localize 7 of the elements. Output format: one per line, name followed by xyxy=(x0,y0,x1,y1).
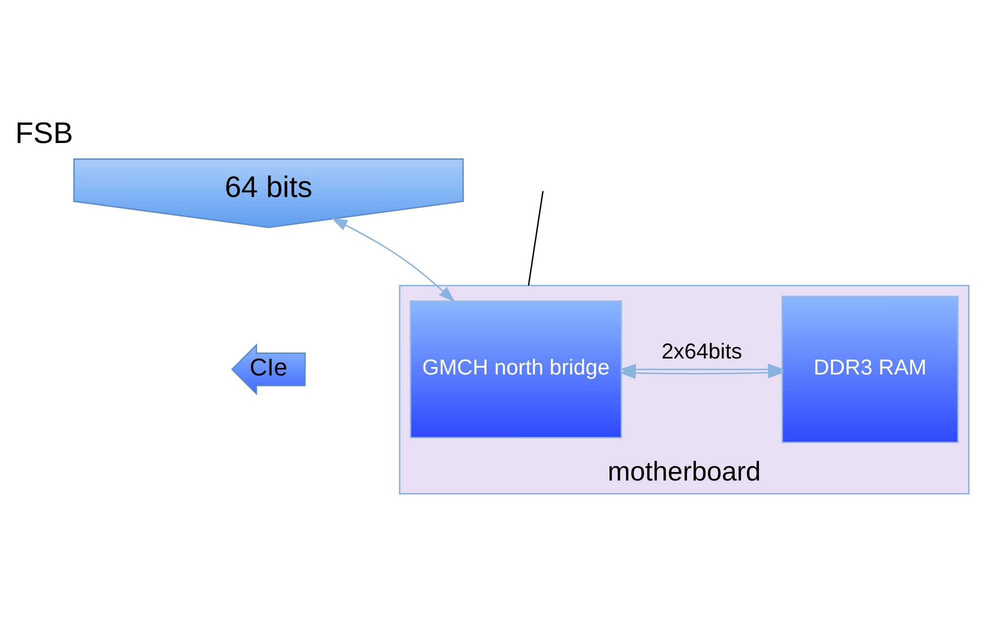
arrow xyxy=(331,217,455,302)
arrow xyxy=(620,363,784,375)
connector xyxy=(528,190,544,286)
edge-label: 2x64bits xyxy=(662,338,742,363)
node-box: DDR3 RAM xyxy=(782,295,959,443)
node-label: FSB xyxy=(15,116,74,150)
node-box: GMCH north bridge xyxy=(410,300,622,438)
